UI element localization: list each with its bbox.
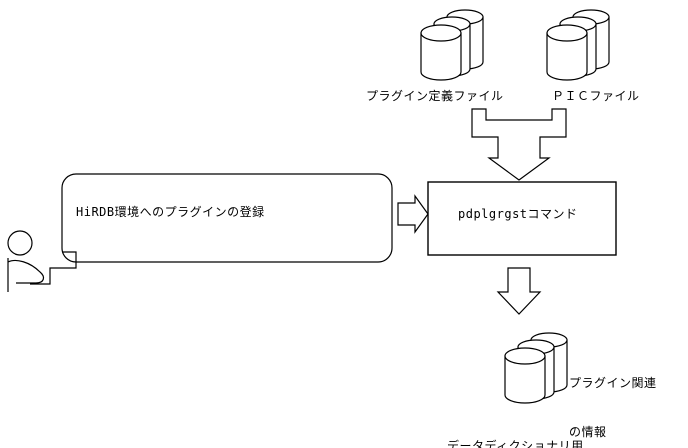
pic-file-label: ＰＩＣファイル bbox=[552, 89, 640, 103]
plugin-definition-file-label: プラグイン定義ファイル bbox=[366, 89, 504, 103]
command-box-shape bbox=[427, 181, 617, 256]
person-icon bbox=[7, 230, 45, 292]
block-arrow-right-icon bbox=[397, 194, 429, 234]
data-dictionary-rdarea-line1: データディクショナリ用 bbox=[447, 439, 584, 448]
data-dictionary-rdarea-label: データディクショナリ用 ＲＤエリア bbox=[447, 406, 584, 448]
merge-arrow-down-icon bbox=[471, 108, 567, 181]
rdarea-cylinder-stack-icon bbox=[504, 332, 568, 404]
command-box-label: pdplgrgstコマンド bbox=[458, 207, 578, 221]
process-bubble-tail bbox=[30, 251, 77, 285]
plugin-related-info-label: プラグイン関連 の情報 bbox=[569, 343, 657, 448]
plugin-definition-file-cylinder-stack-icon bbox=[420, 9, 484, 81]
plugin-related-info-line2: の情報 bbox=[569, 424, 607, 439]
process-bubble-label: HiRDB環境へのプラグインの登録 bbox=[76, 205, 265, 219]
process-bubble-shape bbox=[61, 173, 393, 263]
plugin-related-info-line1: プラグイン関連 bbox=[569, 376, 657, 391]
pic-file-cylinder-stack-icon bbox=[546, 9, 610, 81]
block-arrow-down-icon bbox=[496, 267, 542, 315]
